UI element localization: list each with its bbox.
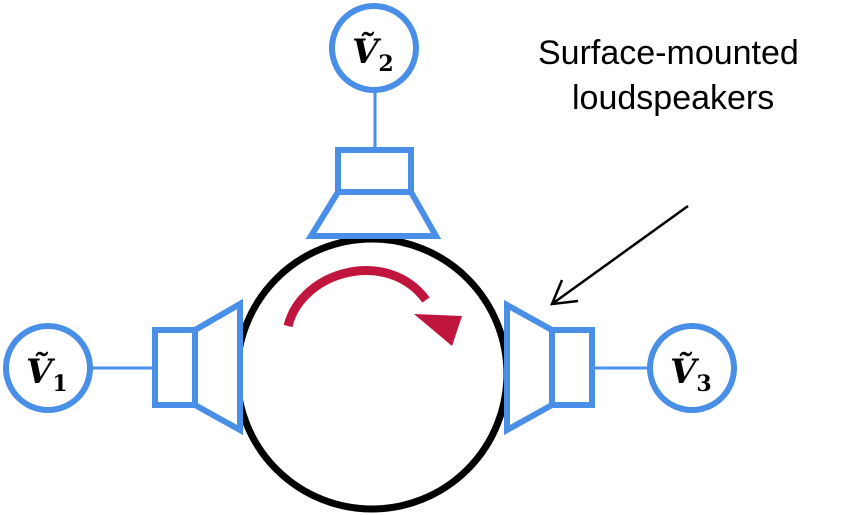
source-label-1: Ṽ1 bbox=[26, 352, 68, 397]
annotation-line-2: loudspeakers bbox=[572, 79, 774, 117]
speaker-top-cone bbox=[305, 189, 442, 239]
voltage-source-1: Ṽ1 bbox=[3, 323, 93, 413]
source-circle-1 bbox=[3, 323, 93, 413]
voltage-source-3: Ṽ3 bbox=[647, 323, 737, 413]
source-circle-2 bbox=[329, 3, 419, 93]
speaker-left-cone bbox=[192, 298, 243, 436]
loudspeaker-right bbox=[504, 299, 648, 436]
annotation-line-1: Surface-mounted bbox=[538, 34, 799, 72]
loudspeaker-top bbox=[305, 90, 442, 239]
speaker-right-cone bbox=[504, 299, 555, 436]
source-label-3: Ṽ3 bbox=[670, 352, 712, 397]
speaker-top-magnet bbox=[335, 147, 414, 195]
source-circle-3 bbox=[647, 323, 737, 413]
sphere bbox=[233, 235, 511, 513]
curved-arrow-clockwise-icon bbox=[283, 266, 462, 346]
voltage-source-2: Ṽ2 bbox=[329, 3, 419, 93]
loudspeaker-left bbox=[90, 298, 243, 436]
arrow-pointer-icon bbox=[550, 204, 689, 306]
speaker-right-magnet bbox=[549, 327, 595, 408]
source-label-2: Ṽ2 bbox=[352, 32, 394, 77]
speaker-left-magnet bbox=[152, 327, 198, 408]
